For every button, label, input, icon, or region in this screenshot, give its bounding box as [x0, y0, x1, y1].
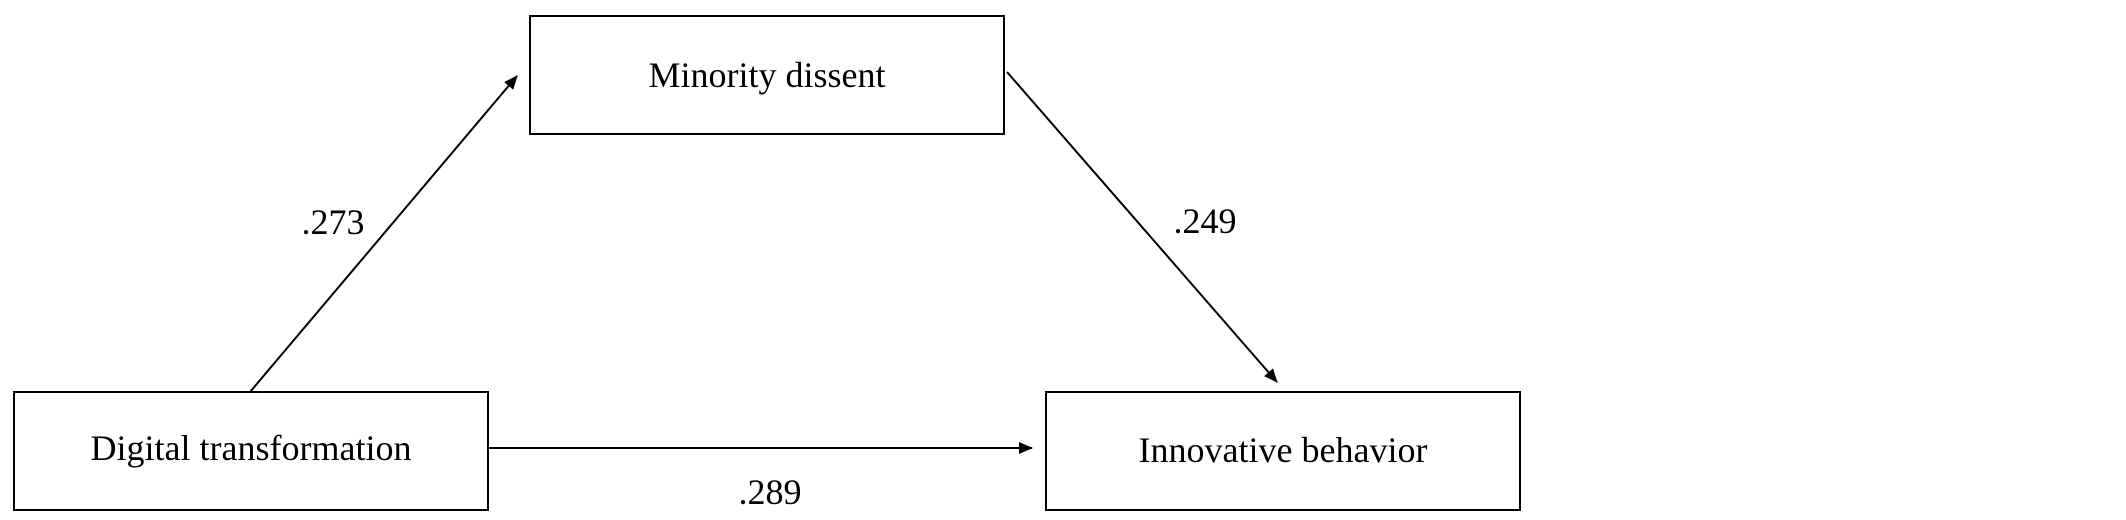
- coefficient-digital-to-innovative: .289: [739, 472, 802, 512]
- node-digital-transformation: Digital transformation: [13, 391, 489, 511]
- node-label: Digital transformation: [91, 428, 412, 468]
- arrow-minority-to-innovative: [1006, 71, 1278, 383]
- node-innovative-behavior: Innovative behavior: [1045, 391, 1521, 511]
- coefficient-digital-to-minority: .273: [302, 202, 365, 242]
- arrow-digital-to-minority: [249, 75, 518, 393]
- node-label: Minority dissent: [648, 55, 885, 95]
- node-label: Innovative behavior: [1139, 430, 1428, 470]
- coefficient-minority-to-innovative: .249: [1174, 201, 1237, 241]
- node-minority-dissent: Minority dissent: [529, 15, 1005, 135]
